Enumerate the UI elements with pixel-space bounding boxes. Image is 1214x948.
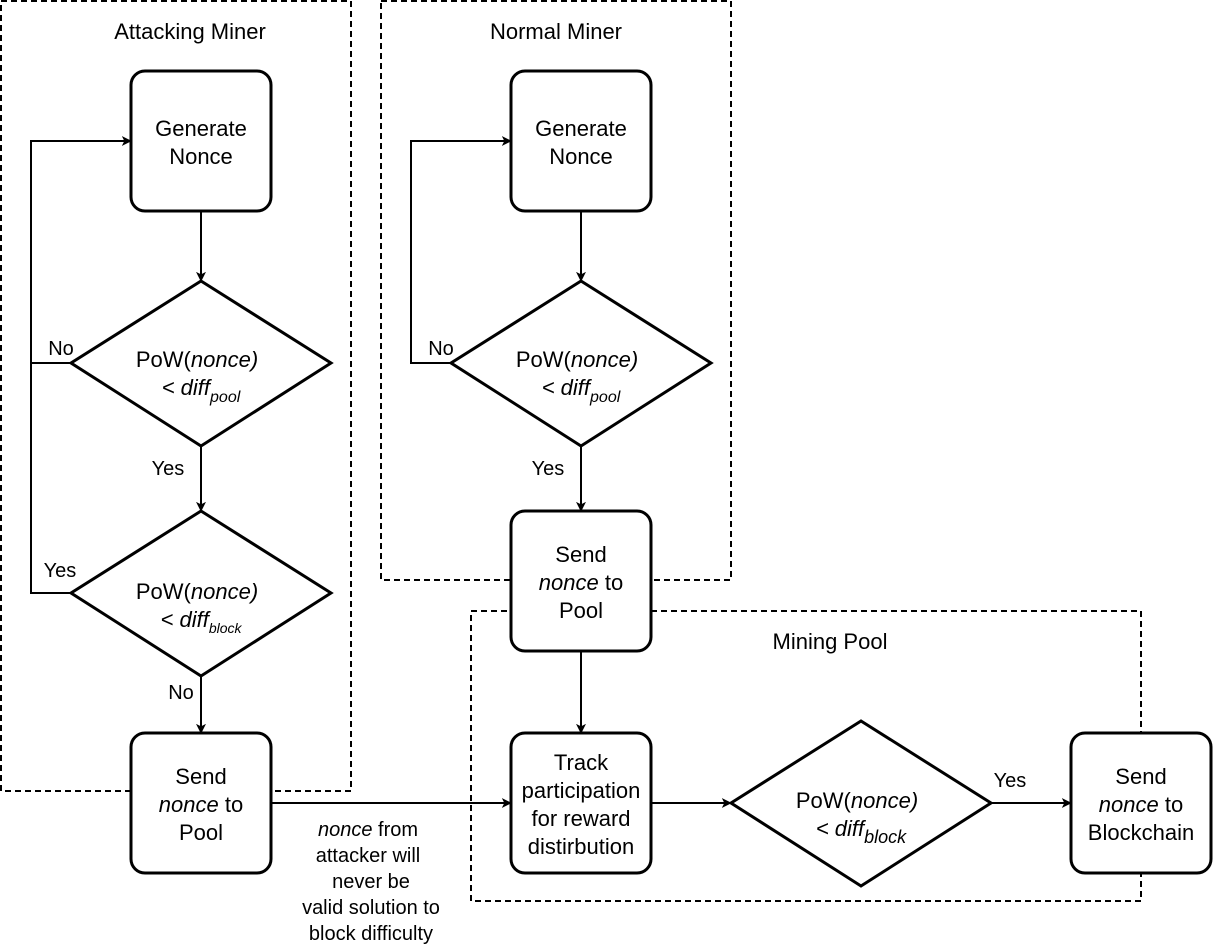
note-line5: block difficulty	[309, 923, 433, 945]
blockchain-send-line3: Blockchain	[1088, 820, 1194, 845]
normal-send-line2: nonce to	[539, 570, 623, 595]
attacker-pow-pool-line1: PoW(nonce)	[136, 347, 258, 372]
blockchain-send-line2: nonce to	[1099, 792, 1183, 817]
mining-pool-title: Mining Pool	[773, 629, 888, 654]
normal-pow-pool-line1: PoW(nonce)	[516, 347, 638, 372]
attacking-miner-title: Attacking Miner	[114, 19, 266, 44]
normal-generate-line1: Generate	[535, 116, 627, 141]
normal-generate-line2: Nonce	[549, 144, 613, 169]
edge-normal-pow-pool-no-loop	[410, 136, 512, 364]
label-attacker-no-block: No	[168, 682, 194, 704]
attacker-send-line3: Pool	[179, 820, 223, 845]
track-line1: Track	[554, 750, 609, 775]
label-attacker-yes-pool: Yes	[152, 458, 185, 480]
blockchain-send-line1: Send	[1115, 764, 1166, 789]
normal-miner-title: Normal Miner	[490, 19, 622, 44]
label-pool-yes-block: Yes	[994, 770, 1027, 792]
attacker-pow-block-line1: PoW(nonce)	[136, 579, 258, 604]
attacker-send-nonce-node: Send nonce to Pool	[129, 731, 273, 875]
edge-attacker-pow-block-yes-loop	[30, 363, 71, 594]
attacker-generate-line2: Nonce	[169, 144, 233, 169]
label-attacker-no-pool: No	[48, 338, 74, 360]
attacker-pow-pool-line2: < diffpool	[162, 375, 241, 406]
edge-attacker-pow-pool-no-loop	[30, 136, 132, 364]
track-line2: participation	[522, 778, 641, 803]
track-line3: for reward	[531, 806, 630, 831]
attacker-send-line1: Send	[175, 764, 226, 789]
note-line2: attacker will	[316, 845, 420, 867]
label-attacker-yes-block: Yes	[44, 560, 77, 582]
attacker-generate-nonce-node: Generate Nonce	[129, 69, 273, 213]
note-line3: never be	[332, 871, 410, 893]
attacker-generate-line1: Generate	[155, 116, 247, 141]
normal-pow-pool-decision: PoW(nonce) < diffpool	[448, 279, 714, 448]
normal-send-nonce-node: Send nonce to Pool	[509, 509, 653, 653]
send-to-blockchain-node: Send nonce to Blockchain	[1069, 731, 1213, 875]
normal-pow-pool-line2: < diffpool	[542, 375, 621, 406]
pool-pow-block-line1: PoW(nonce)	[796, 788, 918, 813]
attacker-nonce-note: nonce from attacker will never be valid …	[302, 819, 440, 945]
note-line4: valid solution to	[302, 897, 440, 919]
normal-generate-nonce-node: Generate Nonce	[509, 69, 653, 213]
pool-pow-block-decision: PoW(nonce) < diffblock	[728, 719, 994, 888]
attacker-pow-pool-decision: PoW(nonce) < diffpool	[68, 279, 334, 448]
label-normal-no-pool: No	[428, 338, 454, 360]
track-participation-node: Track participation for reward distirbut…	[509, 731, 653, 875]
attacker-pow-block-decision: PoW(nonce) < diffblock	[68, 509, 334, 678]
attacker-send-line2: nonce to	[159, 792, 243, 817]
normal-send-line1: Send	[555, 542, 606, 567]
label-normal-yes-pool: Yes	[532, 458, 565, 480]
track-line4: distirbution	[528, 834, 634, 859]
normal-send-line3: Pool	[559, 598, 603, 623]
note-line1: nonce from	[318, 819, 418, 841]
pool-pow-block-line2: < diffblock	[816, 816, 907, 847]
attacker-pow-block-line2: < diffblock	[161, 607, 243, 636]
